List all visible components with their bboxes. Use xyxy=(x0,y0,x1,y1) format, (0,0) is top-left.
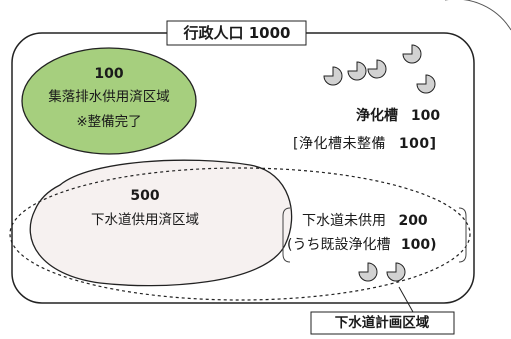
title-value: 1000 xyxy=(248,24,291,42)
septic-tank-icon xyxy=(402,44,422,64)
left-bracket xyxy=(282,207,291,263)
circle-edge xyxy=(445,0,511,31)
septic-tank-value: 100 xyxy=(410,108,441,124)
septic-unmaintained-text: [浄化槽未整備 xyxy=(293,136,386,152)
septic-tank-icon xyxy=(367,59,387,79)
sewer-not-served-text: 下水道未供用 xyxy=(302,213,386,229)
village-drainage-value: 100 xyxy=(94,66,124,82)
leader-line xyxy=(398,286,414,313)
septic-tank-label: 浄化槽 100 xyxy=(356,109,440,123)
sewer-plan-area-boundary xyxy=(9,167,471,301)
septic-tank-icons xyxy=(323,44,436,282)
right-bracket xyxy=(458,207,467,263)
septic-tank-icon xyxy=(386,262,406,282)
village-drainage-note: ※整備完了 xyxy=(76,114,142,130)
existing-septic-label: (うち既設浄化槽 100) xyxy=(287,238,437,252)
sewer-not-served-value: 200 xyxy=(398,213,428,229)
septic-unmaintained-value: 100] xyxy=(398,136,437,152)
septic-tank-icon xyxy=(323,66,343,86)
title-label: 行政人口 1000 xyxy=(184,26,291,41)
village-drainage-label: 集落排水供用済区域 xyxy=(48,89,170,105)
sewer-served-area xyxy=(29,159,293,287)
septic-tank-icon xyxy=(416,74,436,94)
title-box xyxy=(166,20,307,46)
plan-area-label: 下水道計画区域 xyxy=(334,315,430,331)
septic-tank-icon xyxy=(358,262,378,282)
sewer-served-label: 下水道供用済区域 xyxy=(91,212,199,228)
septic-tank-icon xyxy=(347,61,367,81)
title-text: 行政人口 xyxy=(183,24,244,42)
sewer-served-value: 500 xyxy=(130,188,160,204)
village-drainage-area xyxy=(21,47,197,155)
septic-unmaintained-label: [浄化槽未整備 100] xyxy=(293,137,437,151)
existing-septic-value: 100) xyxy=(400,237,437,253)
plan-area-label-box xyxy=(310,311,455,335)
existing-septic-text: (うち既設浄化槽 xyxy=(287,237,391,253)
septic-tank-text: 浄化槽 xyxy=(356,108,398,124)
sewer-not-served-label: 下水道未供用 200 xyxy=(302,214,428,228)
